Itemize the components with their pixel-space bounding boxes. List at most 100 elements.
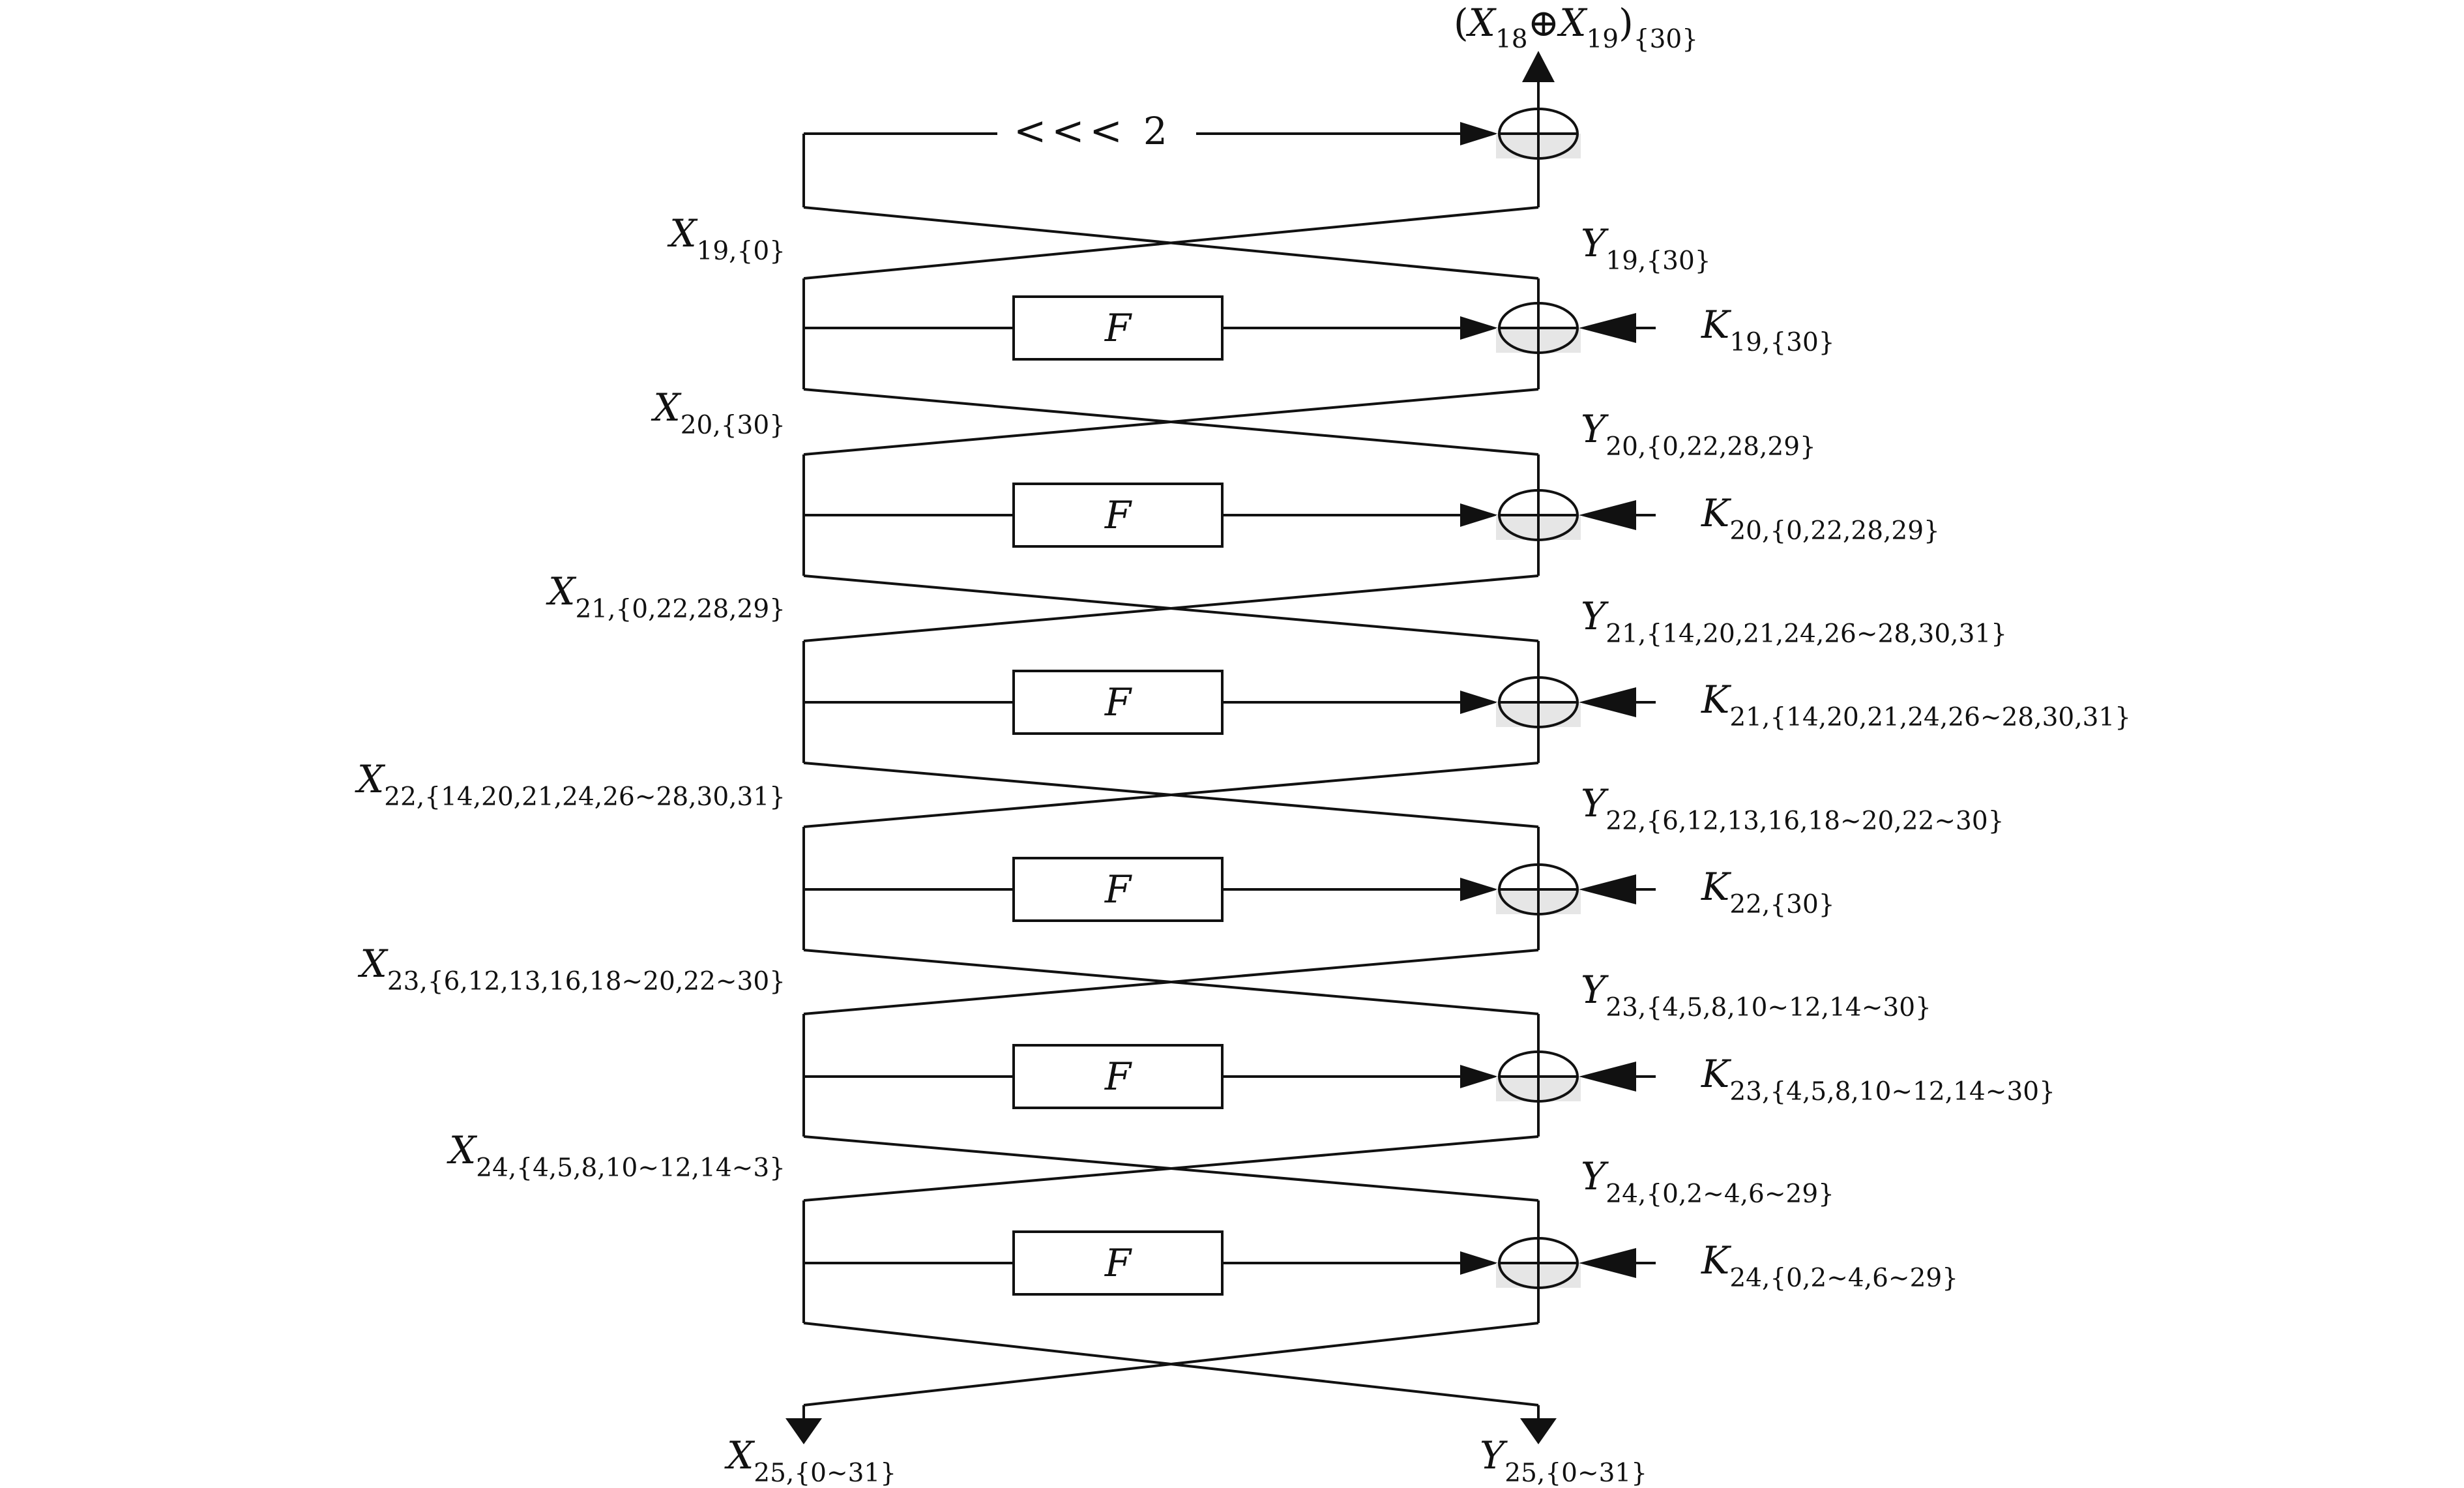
x-label-21: X21,{0,22,28,29} <box>546 569 785 624</box>
f-label-19: F <box>1104 306 1132 350</box>
y-label-24-subscript: 24,{0,2~4,6~29} <box>1606 1180 1834 1209</box>
top-output-label: (X18⊕X19){30} <box>1454 1 1698 54</box>
k-label-24-subscript: 24,{0,2~4,6~29} <box>1729 1264 1958 1293</box>
left-output-arrowhead <box>785 1418 822 1444</box>
y-label-20: Y20,{0,22,28,29} <box>1581 407 1816 462</box>
k-label-19-subscript: 19,{30} <box>1729 328 1834 357</box>
x-label-24-main: X <box>447 1128 478 1172</box>
key-arrowhead-22 <box>1579 874 1636 904</box>
swap-line-right-to-left-3 <box>803 762 1539 828</box>
xor-node-20 <box>1496 489 1581 541</box>
k-label-20-subscript: 20,{0,22,28,29} <box>1729 516 1940 546</box>
y-label-21: Y21,{14,20,21,24,26~28,30,31} <box>1581 594 2007 649</box>
top-output-open: ( <box>1454 1 1469 45</box>
f-box-19 <box>1012 295 1224 361</box>
k-label-19: K19,{30} <box>1701 303 1835 357</box>
x-label-20: X20,{30} <box>651 385 785 440</box>
y-label-23: Y23,{4,5,8,10~12,14~30} <box>1581 968 1931 1022</box>
x-label-20-main: X <box>651 385 682 430</box>
x-label-21-main: X <box>546 569 577 614</box>
f-output-arrowhead-20 <box>1460 503 1498 527</box>
xor-node-21 <box>1496 676 1581 728</box>
xor-node-23 <box>1496 1050 1581 1103</box>
y-label-19-main: Y <box>1581 221 1609 265</box>
rotation-label: <<<2 <box>1014 108 1167 154</box>
y-label-21-main: Y <box>1581 594 1609 638</box>
xor-node-22 <box>1496 863 1581 915</box>
f-output-arrowhead-24 <box>1460 1251 1498 1275</box>
swap-line-right-to-left-6 <box>803 1322 1539 1406</box>
k-label-23: K23,{4,5,8,10~12,14~30} <box>1701 1052 2055 1107</box>
x-label-23-main: X <box>358 942 389 986</box>
rotation-operator: <<< <box>1014 108 1128 154</box>
x-label-23-subscript: 23,{6,12,13,16,18~20,22~30} <box>387 967 785 996</box>
x-label-24-subscript: 24,{4,5,8,10~12,14~3} <box>476 1153 785 1183</box>
swap-line-right-to-left-2 <box>803 574 1539 642</box>
x-label-19: X19,{0} <box>667 211 785 266</box>
k-label-20: K20,{0,22,28,29} <box>1701 491 1940 546</box>
y-label-19: Y19,{30} <box>1581 221 1711 276</box>
k-label-24-main: K <box>1701 1238 1732 1283</box>
diagram-labels: FFFFFF(X18⊕X19){30}<<<2X19,{0}Y19,{30}K1… <box>355 1 2131 1488</box>
f-output-arrowhead-22 <box>1460 878 1498 901</box>
f-box-24 <box>1012 1230 1224 1296</box>
x-output-label: X25,{0~31} <box>724 1433 896 1488</box>
x-label-20-subscript: 20,{30} <box>681 411 785 440</box>
swap-line-right-to-left-4 <box>803 949 1539 1015</box>
f-output-arrowhead-19 <box>1460 316 1498 340</box>
swap-line-right-to-left-0 <box>803 206 1539 280</box>
f-box-23 <box>1012 1044 1224 1109</box>
k-label-21-main: K <box>1701 677 1732 722</box>
k-label-22-subscript: 22,{30} <box>1729 890 1834 919</box>
f-label-20: F <box>1104 493 1132 537</box>
k-label-20-main: K <box>1701 491 1732 535</box>
y-output-label: Y25,{0~31} <box>1480 1433 1647 1488</box>
x-label-23: X23,{6,12,13,16,18~20,22~30} <box>358 942 785 996</box>
xor-node-24 <box>1496 1237 1581 1289</box>
k-label-23-main: K <box>1701 1052 1732 1096</box>
top-output-x2: X <box>1557 1 1588 45</box>
y-label-24-main: Y <box>1581 1154 1609 1198</box>
y-label-21-subscript: 21,{14,20,21,24,26~28,30,31} <box>1606 619 2007 649</box>
k-label-24: K24,{0,2~4,6~29} <box>1701 1238 1958 1293</box>
top-output-arrowhead <box>1522 51 1555 82</box>
y-output-label-main: Y <box>1480 1433 1508 1478</box>
f-output-arrowhead-23 <box>1460 1065 1498 1088</box>
y-label-22: Y22,{6,12,13,16,18~20,22~30} <box>1581 781 2004 836</box>
x-label-22-subscript: 22,{14,20,21,24,26~28,30,31} <box>384 782 785 812</box>
x-label-21-subscript: 21,{0,22,28,29} <box>575 595 785 624</box>
f-label-22: F <box>1104 867 1132 912</box>
f-output-arrowhead-21 <box>1460 691 1498 714</box>
top-output-x2-sub: 19 <box>1586 25 1619 54</box>
cipher-structure <box>785 51 1656 1444</box>
f-label-23: F <box>1104 1054 1132 1099</box>
y-label-19-subscript: 19,{30} <box>1606 246 1710 276</box>
k-label-22-main: K <box>1701 865 1732 909</box>
top-output-outer-sub: {30} <box>1634 25 1698 54</box>
key-arrowhead-24 <box>1579 1248 1636 1278</box>
top-output-x1: X <box>1466 1 1497 45</box>
x-label-19-subscript: 19,{0} <box>697 237 785 266</box>
x-output-label-subscript: 25,{0~31} <box>754 1459 896 1488</box>
f-box-22 <box>1012 857 1224 922</box>
k-label-22: K22,{30} <box>1701 865 1835 919</box>
y-label-20-subscript: 20,{0,22,28,29} <box>1606 432 1816 462</box>
k-label-21-subscript: 21,{14,20,21,24,26~28,30,31} <box>1729 703 2131 732</box>
x-label-19-main: X <box>667 211 698 256</box>
x-label-22: X22,{14,20,21,24,26~28,30,31} <box>355 757 785 812</box>
k-label-21: K21,{14,20,21,24,26~28,30,31} <box>1701 677 2131 732</box>
rotation-arrowhead <box>1460 122 1498 145</box>
xor-output-node <box>1496 108 1581 160</box>
top-output-x1-sub: 18 <box>1495 25 1528 54</box>
f-label-24: F <box>1104 1241 1132 1285</box>
x-label-22-main: X <box>355 757 386 801</box>
key-arrowhead-20 <box>1579 500 1636 530</box>
y-output-label-subscript: 25,{0~31} <box>1504 1459 1647 1488</box>
x-label-24: X24,{4,5,8,10~12,14~3} <box>447 1128 785 1183</box>
k-label-19-main: K <box>1701 303 1732 347</box>
y-label-22-subscript: 22,{6,12,13,16,18~20,22~30} <box>1606 807 2004 836</box>
x-output-label-main: X <box>724 1433 755 1478</box>
y-label-24: Y24,{0,2~4,6~29} <box>1581 1154 1834 1209</box>
key-arrowhead-19 <box>1579 313 1636 343</box>
k-label-23-subscript: 23,{4,5,8,10~12,14~30} <box>1729 1077 2055 1107</box>
